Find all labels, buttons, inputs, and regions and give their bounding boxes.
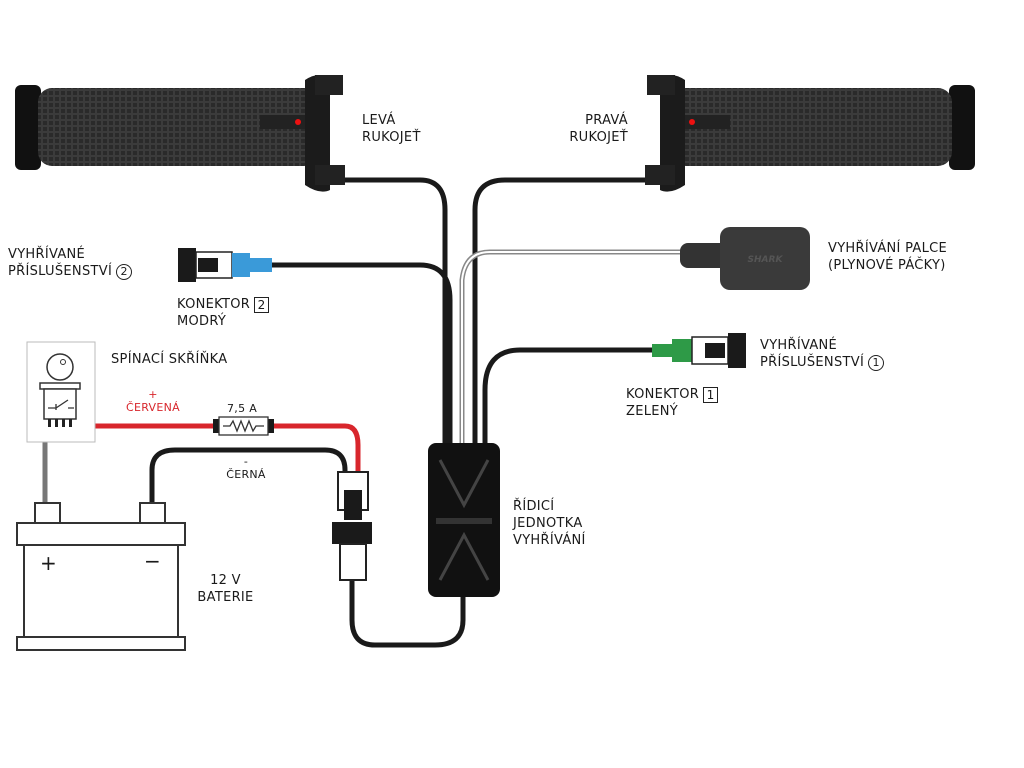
battery-connector (332, 471, 372, 581)
blue-connector (178, 248, 272, 282)
left-grip-wire (337, 177, 448, 453)
control-unit (428, 443, 500, 597)
red-wire-label: +ČERVENÁ (125, 388, 180, 414)
fuse (213, 416, 274, 436)
battery-plus-sign: + (40, 551, 58, 575)
accessory2-number: 2 (116, 263, 133, 280)
unit-output-wire (349, 577, 466, 648)
thumb-heater-label: VYHŘÍVÁNÍ PALCE(PLYNOVÉ PÁČKY) (828, 241, 948, 273)
connector2-number: 2 (254, 296, 270, 313)
battery (16, 502, 186, 651)
left-grip (15, 75, 345, 192)
battery-minus-sign: − (144, 549, 162, 573)
red-wire (75, 423, 361, 478)
right-grip (645, 75, 975, 192)
accessory2-wire (267, 262, 453, 453)
fuse-label: 7,5 A (227, 402, 258, 415)
connector1-number: 1 (703, 386, 719, 403)
ignition-label: SPÍNACÍ SKŘÍŇKA (111, 352, 228, 367)
right-grip-wire (472, 177, 653, 453)
thumb-heater-pad: SHARK (680, 227, 810, 290)
black-wire-label: -ČERNÁ (226, 455, 266, 481)
black-wire (149, 447, 348, 508)
accessory1-wire (482, 347, 658, 453)
thumb-logo: SHARK (748, 255, 784, 265)
ignition-switch (26, 341, 96, 443)
accessory1-number: 1 (868, 354, 885, 371)
green-connector (652, 333, 746, 368)
